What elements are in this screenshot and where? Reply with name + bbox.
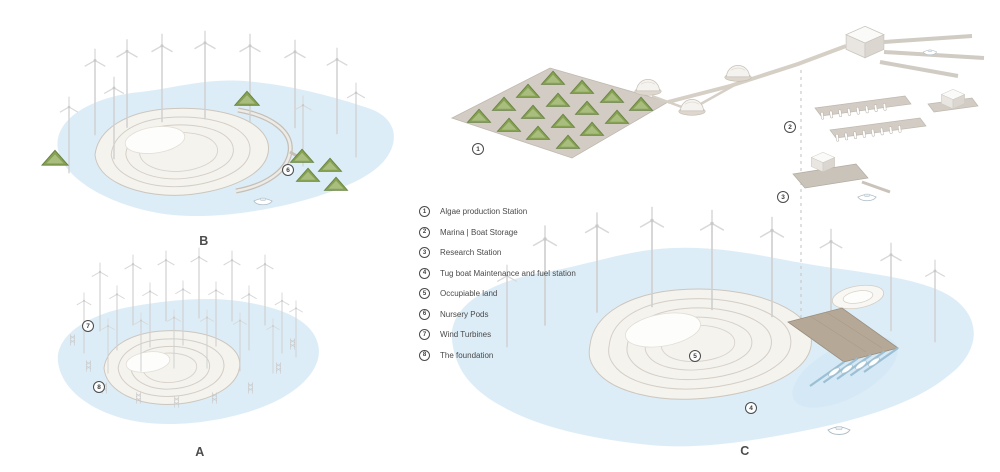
algae-station (450, 44, 847, 159)
boat-icon (857, 193, 877, 202)
marker-algae-station: 1 (472, 143, 484, 155)
dome-icon (634, 79, 662, 96)
legend-number-badge: 7 (419, 329, 430, 340)
legend-item-label: The foundation (440, 350, 494, 360)
legend-number-badge: 2 (419, 226, 430, 238)
research-station (792, 152, 891, 202)
legend-number-badge: 8 (419, 349, 430, 361)
legend-item: 4 Tug boat Maintenance and fuel station (419, 267, 576, 279)
legend-item: 3 Research Station (419, 247, 576, 258)
panel-c-label: C (740, 444, 750, 458)
island-a (103, 330, 241, 405)
legend-item-label: Occupiable land (440, 289, 498, 298)
legend-item: 2 Marina | Boat Storage (419, 226, 576, 238)
piers (879, 34, 985, 78)
marina (814, 89, 979, 142)
peak-c (625, 312, 701, 348)
marker-foundation: 8 (93, 381, 105, 393)
marker-marina: 2 (784, 121, 796, 133)
legend-number-badge: 1 (419, 206, 430, 217)
legend-number-badge: 5 (419, 288, 430, 299)
boat-icon (922, 49, 938, 56)
island-c (588, 288, 812, 400)
panel-b-illustration (41, 29, 394, 217)
legend-item-label: Marina | Boat Storage (440, 227, 518, 237)
marker-research-station: 3 (777, 191, 789, 203)
legend-item: 7 Wind Turbines (419, 329, 576, 340)
legend-item-label: Research Station (440, 248, 502, 257)
boat-slips (809, 347, 899, 387)
panel-c-illustration (450, 25, 985, 447)
panel-b-label: B (199, 234, 209, 248)
legend-item-label: Algae production Station (440, 207, 528, 216)
walkway (667, 44, 847, 104)
legend-number-badge: 4 (419, 267, 430, 279)
dome-icon (678, 99, 706, 116)
panel-a-label: A (195, 445, 205, 459)
legend-item: 6 Nursery Pods (419, 308, 576, 320)
legend-number-badge: 6 (419, 308, 430, 320)
marker-tugboat-station: 4 (745, 402, 757, 414)
marker-occupiable-land: 5 (689, 350, 701, 362)
legend: 1 Algae production Station 2 Marina | Bo… (419, 206, 576, 370)
dome-icon (724, 65, 752, 82)
legend-item: 5 Occupiable land (419, 288, 576, 299)
boat-icon (827, 426, 851, 435)
marker-nursery-pods: 6 (282, 164, 294, 176)
legend-number-badge: 3 (419, 247, 430, 258)
island-b (94, 107, 269, 196)
legend-item-label: Tug boat Maintenance and fuel station (440, 268, 576, 278)
marker-wind-turbines: 7 (82, 320, 94, 332)
tugboat-pier (787, 307, 899, 408)
legend-item-label: Nursery Pods (440, 309, 489, 319)
panel-a-illustration (57, 246, 319, 425)
top-right-facility (845, 25, 985, 78)
small-mound-c (831, 284, 885, 310)
legend-item-label: Wind Turbines (440, 330, 492, 339)
peak-a (125, 351, 171, 373)
peak-b (124, 126, 186, 154)
legend-item: 1 Algae production Station (419, 206, 576, 217)
legend-item: 8 The foundation (419, 349, 576, 361)
moored-boats (828, 357, 880, 377)
building-icon (845, 25, 885, 59)
